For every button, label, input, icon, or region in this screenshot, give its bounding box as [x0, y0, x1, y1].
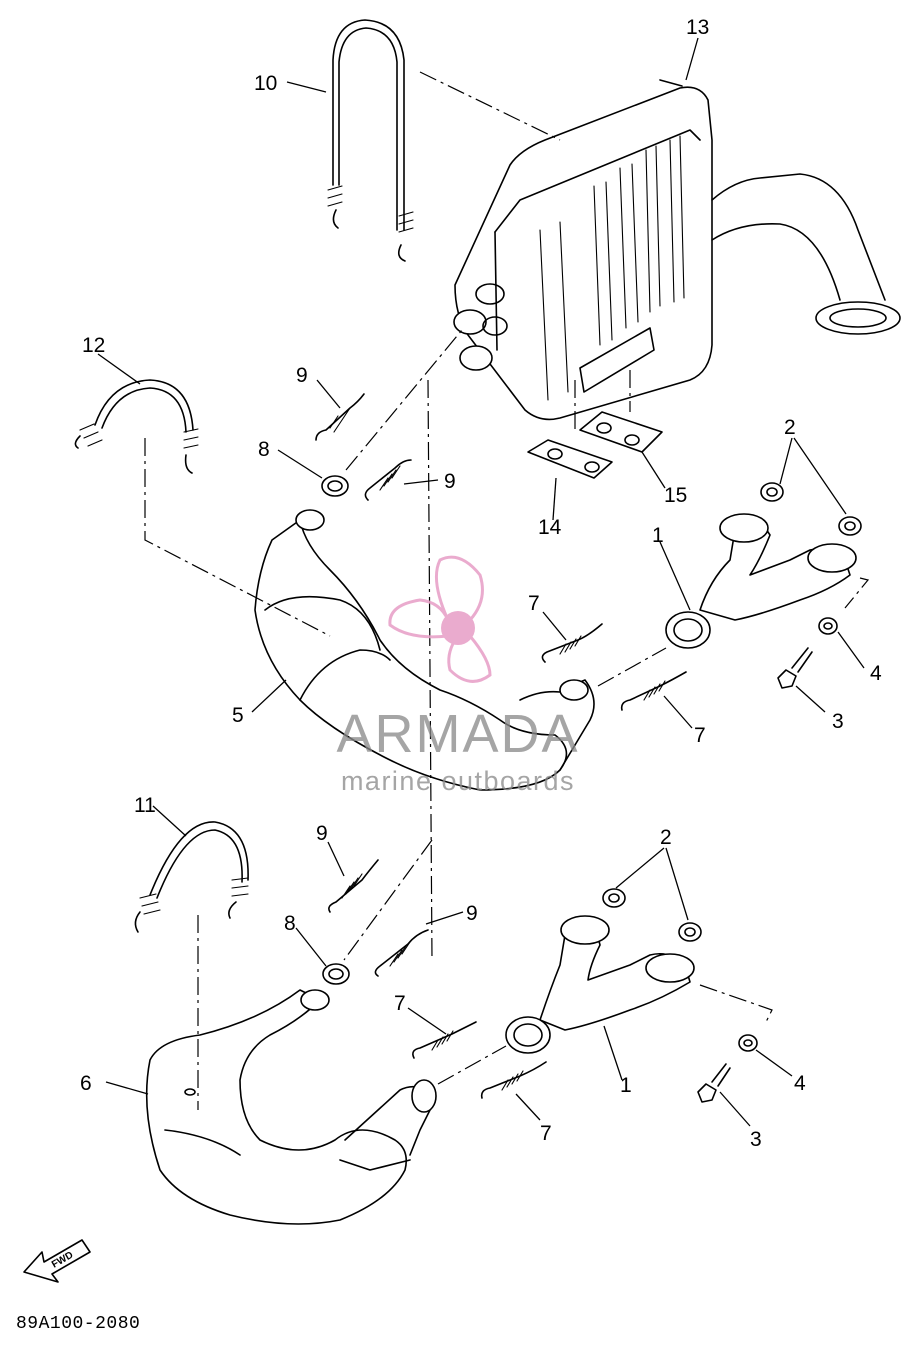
callout-7-d: 7	[540, 1122, 552, 1145]
spring-part-9-upper-b	[364, 459, 412, 501]
callout-7-a: 7	[528, 592, 540, 615]
callout-2-b: 2	[660, 826, 672, 849]
nut-part-4-upper	[818, 617, 838, 635]
watermark-tagline: marine outboards	[341, 766, 575, 796]
spring-part-7-b	[620, 671, 687, 711]
callout-2-a: 2	[784, 416, 796, 439]
callout-5: 5	[232, 704, 244, 727]
assembly-lines	[144, 71, 870, 1110]
muffler-part-13	[453, 79, 901, 421]
washer-part-2-c	[602, 888, 626, 908]
callout-7-b: 7	[694, 724, 706, 747]
exhaust-chamber-part-6	[145, 989, 437, 1225]
leader-lines	[97, 37, 865, 1127]
diagram-code: 89A100-2080	[16, 1314, 141, 1334]
propeller-logo-icon	[388, 555, 492, 683]
callout-8-b: 8	[284, 912, 296, 935]
callout-1-b: 1	[620, 1074, 632, 1097]
callout-9-c: 9	[316, 822, 328, 845]
callout-11: 11	[134, 794, 156, 817]
callout-9-b: 9	[444, 470, 456, 493]
callout-8-a: 8	[258, 438, 270, 461]
hose-part-12	[74, 379, 199, 474]
spring-part-9-lower-b	[374, 929, 429, 977]
propeller-hub-icon	[441, 611, 475, 645]
manifold-part-1-upper	[665, 513, 857, 649]
callout-9-d: 9	[466, 902, 478, 925]
nut-part-4-lower	[738, 1034, 758, 1052]
armada-watermark: ARMADA marine outboards	[336, 555, 579, 796]
callout-12: 12	[82, 334, 105, 357]
hose-part-10	[327, 19, 414, 262]
callout-9-a: 9	[296, 364, 308, 387]
callout-4-a: 4	[870, 662, 882, 685]
watermark-brand: ARMADA	[336, 704, 579, 764]
fwd-arrow-icon: FWD	[23, 1239, 91, 1283]
callout-14: 14	[538, 516, 562, 539]
callout-3-b: 3	[750, 1128, 762, 1151]
washer-part-2-a	[760, 482, 784, 502]
gasket-part-8-lower	[322, 963, 350, 985]
bracket-part-14	[527, 439, 613, 479]
bolt-part-3-lower	[697, 1063, 731, 1103]
spring-part-9-upper-a	[315, 393, 365, 441]
spring-part-7-c	[412, 1021, 477, 1059]
washer-part-2-d	[678, 922, 702, 942]
exhaust-chamber-part-5	[254, 509, 595, 791]
spring-part-7-d	[480, 1061, 547, 1099]
callout-6: 6	[80, 1072, 92, 1095]
callout-15: 15	[664, 484, 687, 507]
bolt-part-3-upper	[777, 647, 813, 689]
callout-1-a: 1	[652, 524, 664, 547]
manifold-part-1-lower	[505, 915, 695, 1054]
callout-10: 10	[254, 72, 277, 95]
bracket-part-15	[579, 411, 663, 453]
gasket-part-8-upper	[321, 475, 349, 497]
hose-part-11	[134, 821, 249, 933]
callout-4-b: 4	[794, 1072, 806, 1095]
callout-13: 13	[686, 16, 709, 39]
washer-part-2-b	[838, 516, 862, 536]
spring-part-7-a	[541, 623, 603, 663]
spring-part-9-lower-a	[328, 859, 379, 913]
callout-labels: 13 10 12 9 8 9 2 15 14 1 7 4 3 7 5 11 9 …	[80, 16, 882, 1151]
callout-7-c: 7	[394, 992, 406, 1015]
callout-3-a: 3	[832, 710, 844, 733]
